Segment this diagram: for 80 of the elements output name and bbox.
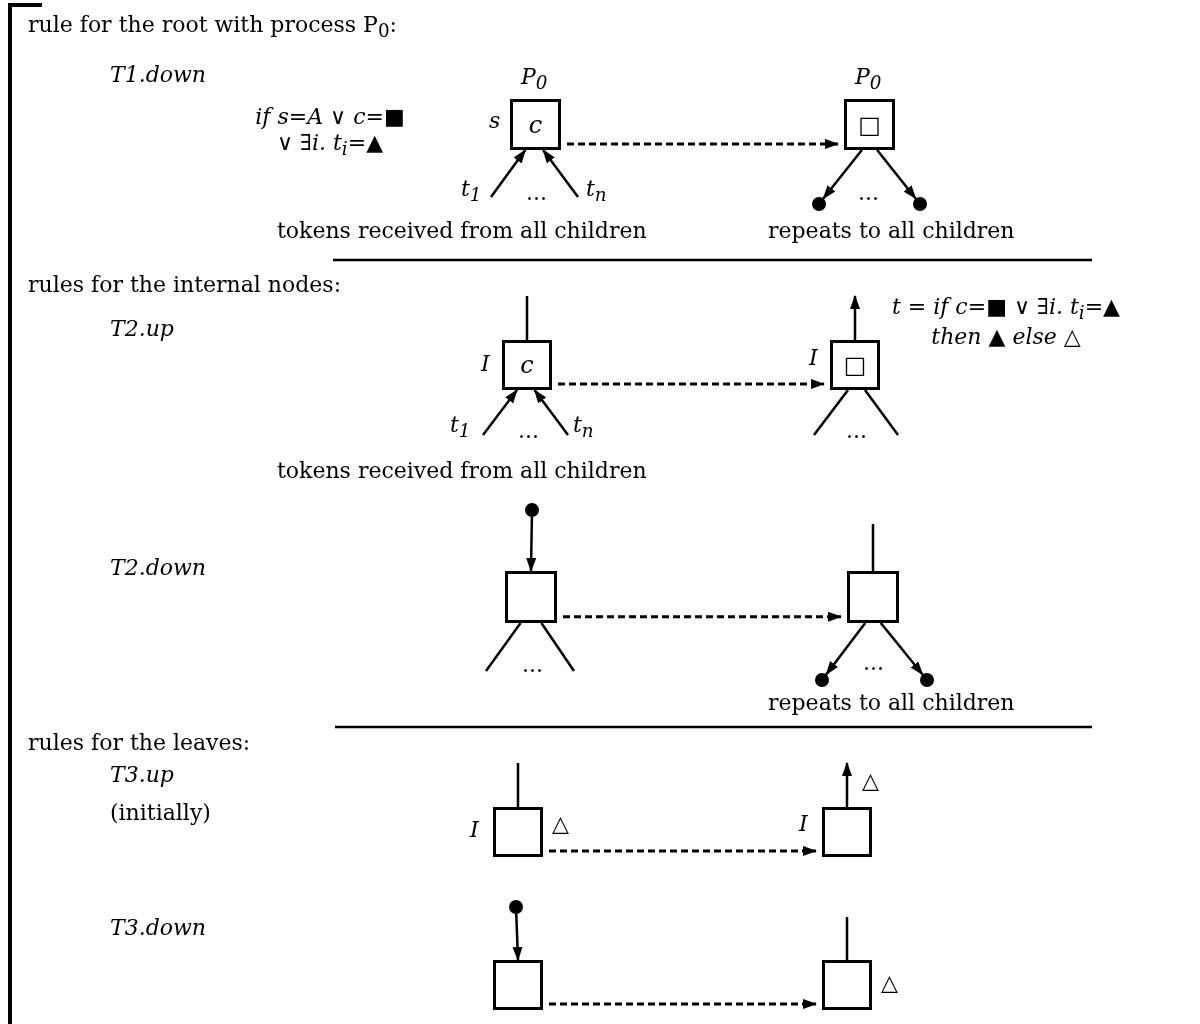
node-box: [505, 571, 557, 623]
tree-line: [525, 296, 529, 340]
edge-label: △: [862, 768, 879, 795]
note: repeats to all children: [768, 690, 1015, 717]
arrow: [822, 149, 863, 200]
node-text: c: [520, 353, 534, 377]
node-annotation: P$_{0}$: [521, 64, 548, 95]
token-dot: [525, 503, 539, 517]
node-annotation: I: [470, 817, 479, 844]
ellipsis: ...: [858, 180, 879, 207]
dashed-arrow: [563, 611, 842, 622]
arrow: [850, 295, 860, 340]
token-dot: [509, 900, 523, 914]
ellipsis: ...: [518, 418, 539, 445]
dashed-arrow: [549, 999, 817, 1009]
node-annotation: I: [481, 351, 490, 378]
tree-line: [871, 524, 875, 571]
tree-line: [845, 917, 849, 960]
rule-name: T2.up: [110, 316, 174, 343]
token-dot: [920, 673, 934, 687]
arrow: [542, 149, 579, 198]
node-box: [493, 960, 543, 1010]
ellipsis: ...: [846, 418, 867, 445]
rule-name: T2.down: [110, 555, 206, 582]
node-box: [844, 99, 895, 150]
node-box: [830, 340, 880, 390]
tree-line: [813, 389, 849, 436]
ellipsis: ...: [526, 180, 547, 207]
note: tokens received from all children: [277, 458, 647, 485]
edge-label: t$_{1}$: [461, 176, 482, 207]
edge-label: t$_{n}$: [573, 412, 594, 443]
note: repeats to all children: [768, 218, 1015, 245]
dashed-arrow: [567, 138, 839, 149]
tree-line: [485, 622, 522, 672]
arrow: [512, 913, 523, 961]
dashed-arrow: [549, 846, 817, 856]
node-text: □: [843, 353, 867, 377]
arrow: [533, 389, 569, 436]
edge-label: t$_{n}$: [586, 176, 607, 207]
ellipsis: ...: [863, 650, 884, 677]
token-dot: [913, 197, 927, 211]
token-dot: [815, 673, 829, 687]
ellipsis: ...: [522, 652, 543, 679]
node-box: [502, 340, 552, 390]
rule-name: T3.up: [110, 762, 174, 789]
token-dot: [812, 197, 826, 211]
arrow: [825, 622, 867, 676]
node-text: □: [858, 112, 881, 137]
rule-name: T3.down: [110, 915, 206, 942]
arrow: [842, 762, 852, 807]
tree-line: [540, 622, 576, 672]
arrow: [879, 622, 924, 676]
arrow: [482, 389, 518, 436]
note: tokens received from all children: [277, 218, 647, 245]
condition-text: if s=A ∨ c=■ ∨ ∃i. t$_{i}$=▲: [254, 104, 406, 161]
node-text: c: [528, 112, 543, 137]
node-box: [847, 571, 899, 623]
node-box: [822, 807, 872, 857]
node-annotation: △: [552, 811, 569, 838]
section-heading: rules for the leaves:: [28, 730, 251, 757]
node-annotation: △: [881, 970, 898, 997]
node-annotation: I: [809, 345, 818, 372]
section-heading: rules for the internal nodes:: [28, 272, 342, 299]
edge-label: t = if c=■ ∨ ∃i. t$_{i}$=▲ then ▲ else △: [890, 294, 1122, 351]
node-box: [822, 960, 872, 1010]
arrow: [526, 516, 537, 572]
section-heading: rule for the root with process P$_{0}$:: [28, 12, 398, 43]
dashed-arrow: [558, 379, 825, 389]
node-annotation: s: [489, 108, 501, 135]
arrow: [490, 149, 527, 198]
tree-line: [516, 763, 520, 807]
node-box: [510, 99, 561, 150]
note: (initially): [110, 800, 211, 827]
node-annotation: I: [799, 811, 808, 838]
arrow: [876, 149, 917, 200]
node-annotation: P$_{0}$: [855, 64, 882, 95]
edge-label: t$_{1}$: [450, 412, 471, 443]
rule-name: T1.down: [110, 62, 206, 89]
tree-line: [864, 389, 899, 436]
node-box: [493, 807, 543, 857]
